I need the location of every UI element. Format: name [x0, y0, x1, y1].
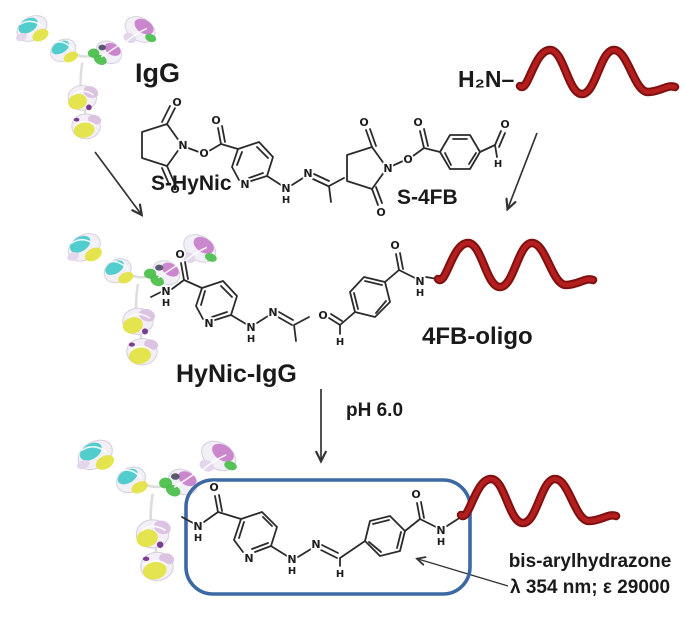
nitrogen-atom: N: [204, 317, 213, 330]
oxygen-atom: O: [390, 239, 399, 252]
igg-antibody-middle: [61, 226, 223, 367]
oxygen-atom: O: [199, 147, 208, 160]
4fb-oligo-label: 4FB-oligo: [422, 323, 533, 350]
oxygen-atom: O: [175, 248, 184, 261]
oligo-wave-middle: [438, 243, 593, 287]
annotation-arrow: [418, 559, 509, 587]
oxygen-atom: O: [172, 96, 181, 109]
s-hynic-label: S-HyNic: [151, 172, 232, 195]
ph-condition-label: pH 6.0: [346, 400, 404, 421]
nitrogen-atom: N: [161, 285, 170, 298]
4fb-oligo-structure: O H O N H: [317, 237, 438, 350]
nitrogen-atom: N: [246, 321, 255, 334]
oxygen-atom: O: [170, 183, 179, 196]
hydrogen-atom: H: [194, 533, 202, 544]
arrow-oligo-to-4fb-oligo: [508, 132, 538, 208]
igg-label: IgG: [135, 58, 180, 88]
hydrogen-atom: H: [282, 195, 290, 206]
hydrogen-atom: H: [494, 159, 502, 170]
oligo-wave-top: [520, 50, 675, 94]
oxygen-atom: O: [413, 116, 422, 129]
nitrogen-atom: N: [287, 553, 296, 566]
hydrogen-atom: H: [162, 298, 170, 309]
arrow-igg-to-hynic-igg: [94, 151, 141, 214]
s-4fb-structure: O O N O O O H: [346, 114, 511, 221]
oxygen-atom: O: [376, 206, 385, 219]
bis-arylhydrazone-structure: N H O N N H N H O N H: [181, 479, 462, 582]
nitrogen-atom: N: [436, 524, 445, 537]
oxygen-atom: O: [500, 118, 509, 131]
hynic-igg-structure: N H O N N H N: [150, 246, 310, 347]
s-hynic-structure: O O N O O N N H N: [141, 94, 345, 208]
oxygen-atom: O: [403, 153, 412, 166]
nitrogen-atom: N: [311, 538, 320, 551]
annotation-spectral-line: λ 354 nm; ε 29000: [509, 577, 671, 598]
bis-arylhydrazone-box: [184, 478, 472, 596]
hydrogen-atom: H: [336, 569, 344, 580]
bis-arylhydrazone-annotation: bis-arylhydrazone λ 354 nm; ε 29000: [498, 549, 682, 601]
hydrogen-atom: H: [336, 337, 344, 348]
nitrogen-atom: N: [178, 139, 187, 152]
oligo-wave-bottom: [461, 479, 616, 523]
nitrogen-atom: N: [240, 178, 249, 191]
nitrogen-atom: N: [244, 552, 253, 565]
igg-antibody-bottom: [71, 432, 243, 583]
hydrogen-atom: H: [416, 288, 424, 299]
nitrogen-atom: N: [193, 520, 202, 533]
oxygen-atom: O: [359, 116, 368, 129]
nitrogen-atom: N: [268, 306, 277, 319]
oxygen-atom: O: [211, 114, 220, 127]
oxygen-atom: O: [411, 488, 420, 501]
hydrogen-atom: H: [288, 566, 296, 577]
amino-oligo-label: H₂N–: [458, 66, 515, 92]
nitrogen-atom: N: [303, 167, 312, 180]
hydrogen-atom: H: [437, 537, 445, 548]
oxygen-atom: O: [318, 309, 327, 322]
hynic-igg-label: HyNic-IgG: [176, 360, 297, 388]
nitrogen-atom: N: [281, 182, 290, 195]
nitrogen-atom: N: [383, 162, 392, 175]
hydrogen-atom: H: [247, 334, 255, 345]
s-4fb-label: S-4FB: [397, 186, 458, 209]
nitrogen-atom: N: [415, 275, 424, 288]
oxygen-atom: O: [209, 481, 218, 494]
annotation-name-line: bis-arylhydrazone: [508, 551, 672, 572]
